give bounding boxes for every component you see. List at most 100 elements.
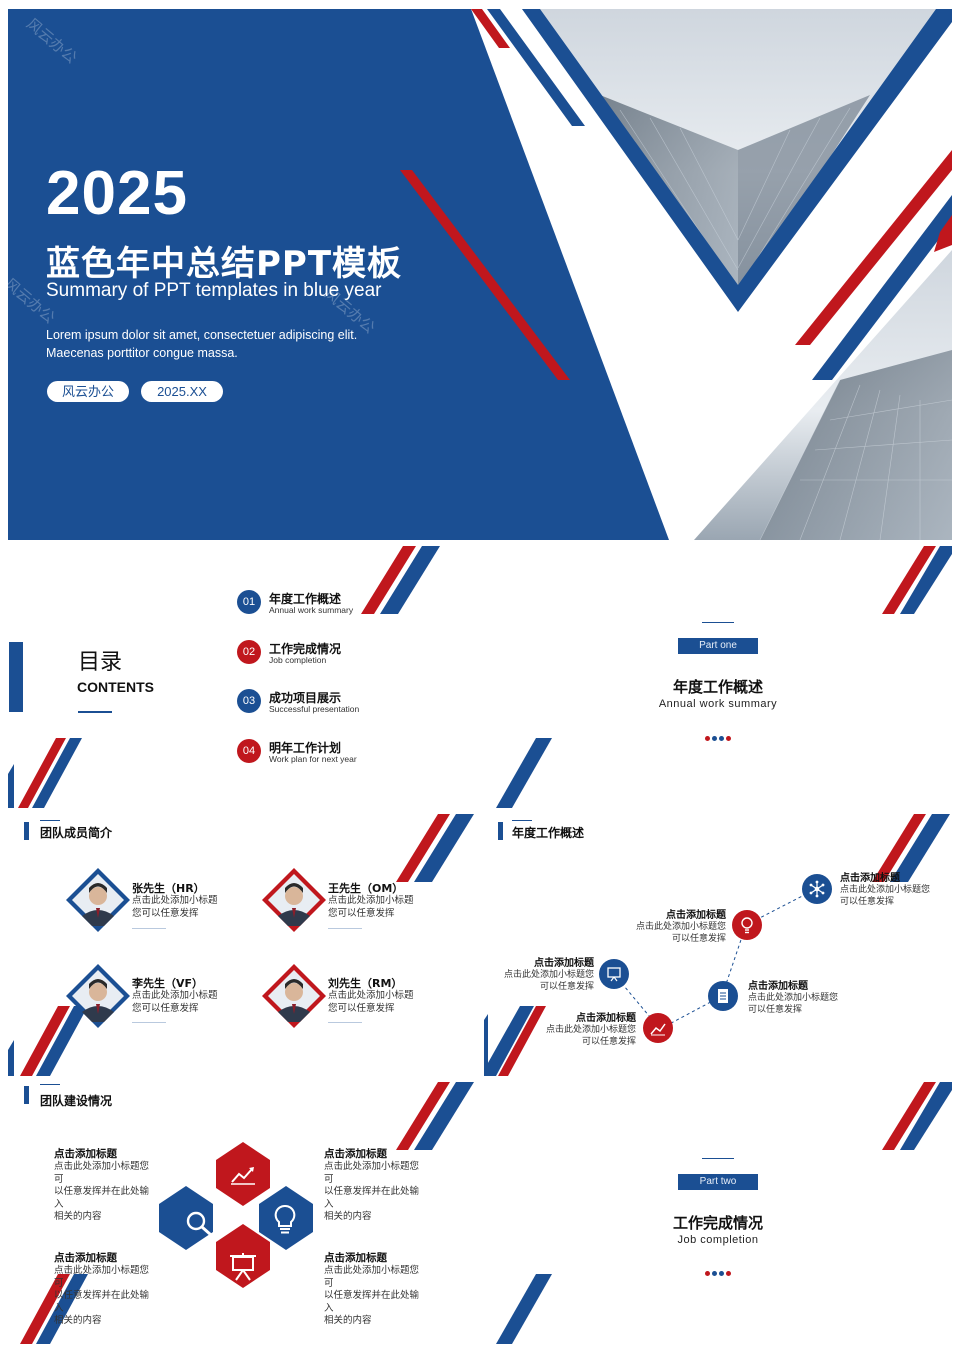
member-divider	[132, 1022, 166, 1023]
timeline-title: 点击添加标题	[666, 910, 726, 921]
decor-stripes	[484, 814, 950, 1076]
part-tag: Part one	[678, 638, 758, 654]
part-tag-line	[702, 622, 734, 623]
timeline-desc-line: 可以任意发挥	[671, 934, 726, 944]
presentation-board-icon	[230, 1253, 256, 1281]
timeline-title: 点击添加标题	[748, 981, 808, 992]
member-photo	[262, 868, 326, 932]
part-subtitle: Annual work summary	[658, 698, 778, 710]
document-icon	[708, 981, 738, 1011]
decor-stripes	[8, 546, 440, 808]
build-item-desc-line: 以任意发挥并在此处输入	[324, 1290, 420, 1314]
section-line	[40, 820, 60, 821]
timeline-text: 点击添加标题 点击此处添加小标题您可以任意发挥	[498, 954, 594, 993]
part-subtitle: Job completion	[677, 1234, 759, 1246]
build-item-desc-line: 点击此处添加小标题您可	[54, 1265, 150, 1289]
date-pill: 2025.XX	[141, 381, 223, 402]
dot	[726, 736, 731, 741]
section-title: 团队成员简介	[40, 826, 113, 840]
contents-slide: 目录 CONTENTS 01 年度工作概述 Annual work summar…	[8, 546, 476, 808]
build-item-desc-line: 相关的内容	[324, 1211, 372, 1222]
build-item-desc: 点击此处添加小标题您可以任意发挥并在此处输入相关的内容	[324, 1161, 428, 1224]
dot	[705, 736, 710, 741]
build-item-desc: 点击此处添加小标题您可以任意发挥并在此处输入相关的内容	[324, 1265, 428, 1328]
cover-description: Lorem ipsum dolor sit amet, consectetuer…	[46, 326, 406, 362]
timeline-title: 点击添加标题	[840, 873, 900, 884]
contents-title-en: CONTENTS	[77, 679, 154, 695]
member-name: 王先生（OM）	[328, 882, 404, 895]
build-item-desc-line: 点击此处添加小标题您可	[54, 1161, 150, 1185]
dot	[712, 736, 717, 741]
timeline-desc-line: 可以任意发挥	[539, 982, 594, 992]
member-photo	[66, 868, 130, 932]
member-name: 刘先生（RM）	[328, 977, 403, 990]
section-bar	[24, 1086, 29, 1104]
section-line	[40, 1084, 60, 1085]
timeline-desc-line: 点击此处添加小标题您	[840, 885, 931, 895]
build-text: 点击添加标题 点击此处添加小标题您可以任意发挥并在此处输入相关的内容	[54, 1146, 158, 1224]
build-item-desc-line: 相关的内容	[54, 1211, 102, 1222]
toc-title: 成功项目展示	[269, 691, 342, 705]
build-item-desc: 点击此处添加小标题您可以任意发挥并在此处输入相关的内容	[54, 1265, 158, 1328]
build-slide: 团队建设情况 点击添加标题 点击此处添加小标题您可以任意发挥并在此处输入相关的内…	[8, 1076, 476, 1344]
dot	[719, 1271, 724, 1276]
timeline-desc-line: 点击此处添加小标题您	[635, 922, 726, 932]
timeline-desc-line: 点击此处添加小标题您	[503, 970, 594, 980]
decor-stripes	[496, 546, 952, 808]
build-item-title: 点击添加标题	[54, 1148, 117, 1160]
toc-number: 02	[237, 640, 261, 664]
contents-underline	[78, 711, 112, 713]
member-desc-line: 点击此处添加小标题	[132, 990, 218, 1001]
timeline-desc-line: 点击此处添加小标题您	[545, 1025, 636, 1035]
cover-description-line: Maecenas porttitor congue massa.	[46, 346, 238, 360]
dot	[712, 1271, 717, 1276]
member-desc: 点击此处添加小标题 您可以任意发挥	[132, 989, 222, 1015]
team-slide: 团队成员简介 张先生（HR） 点击此处添加小标题 您可以任意发挥 王先生（OM）…	[8, 808, 476, 1076]
timeline-title: 点击添加标题	[576, 1013, 636, 1024]
build-text: 点击添加标题 点击此处添加小标题您可以任意发挥并在此处输入相关的内容	[54, 1250, 158, 1328]
part-title: 工作完成情况	[672, 1214, 763, 1232]
toc-title: 明年工作计划	[269, 741, 342, 755]
dot	[726, 1271, 731, 1276]
part-two-slide: Part two 工作完成情况 Job completion	[484, 1076, 952, 1344]
timeline-desc: 点击此处添加小标题您可以任意发挥	[498, 969, 594, 993]
member-divider	[328, 928, 362, 929]
cover-subtitle: Summary of PPT templates in blue year	[46, 280, 382, 301]
member-desc: 点击此处添加小标题 您可以任意发挥	[132, 894, 222, 920]
timeline-text: 点击添加标题 点击此处添加小标题您可以任意发挥	[540, 1009, 636, 1048]
hexagon-cluster	[159, 1142, 313, 1288]
contents-side-bar	[9, 642, 23, 712]
timeline-desc: 点击此处添加小标题您可以任意发挥	[748, 992, 844, 1016]
timeline-title: 点击添加标题	[534, 958, 594, 969]
build-item-desc-line: 相关的内容	[324, 1315, 372, 1326]
line-chart-icon	[231, 1167, 255, 1185]
network-icon	[802, 874, 832, 904]
build-item-desc: 点击此处添加小标题您可以任意发挥并在此处输入相关的内容	[54, 1161, 158, 1224]
section-bar	[498, 822, 503, 840]
timeline-desc-line: 可以任意发挥	[840, 897, 895, 907]
timeline-text: 点击添加标题 点击此处添加小标题您可以任意发挥	[630, 906, 726, 945]
timeline-desc: 点击此处添加小标题您可以任意发挥	[540, 1024, 636, 1048]
build-item-desc-line: 以任意发挥并在此处输入	[54, 1290, 150, 1314]
timeline-desc: 点击此处添加小标题您可以任意发挥	[630, 921, 726, 945]
member-desc-line: 您可以任意发挥	[328, 1003, 395, 1014]
section-title: 团队建设情况	[40, 1094, 113, 1108]
member-desc-line: 点击此处添加小标题	[328, 990, 414, 1001]
dot	[705, 1271, 710, 1276]
toc-number: 04	[237, 739, 261, 763]
timeline-desc-line: 可以任意发挥	[748, 1005, 803, 1015]
build-text: 点击添加标题 点击此处添加小标题您可以任意发挥并在此处输入相关的内容	[324, 1250, 428, 1328]
toc-subtitle: Successful presentation	[269, 704, 360, 714]
dot	[719, 736, 724, 741]
presentation-icon	[599, 959, 629, 989]
member-desc-line: 您可以任意发挥	[328, 908, 395, 919]
member-divider	[132, 928, 166, 929]
decor-stripes	[496, 1082, 952, 1344]
decor-stripes	[20, 1082, 474, 1344]
part-tag: Part two	[678, 1174, 758, 1190]
member-desc: 点击此处添加小标题 您可以任意发挥	[328, 894, 418, 920]
build-item-desc-line: 以任意发挥并在此处输入	[54, 1186, 150, 1210]
toc-number: 03	[237, 689, 261, 713]
cover-slide: 风云办公 风云办公 风云办公 2025 蓝色年中总结PPT模板 Summary …	[0, 0, 960, 546]
build-item-desc-line: 点击此处添加小标题您可	[324, 1265, 420, 1289]
